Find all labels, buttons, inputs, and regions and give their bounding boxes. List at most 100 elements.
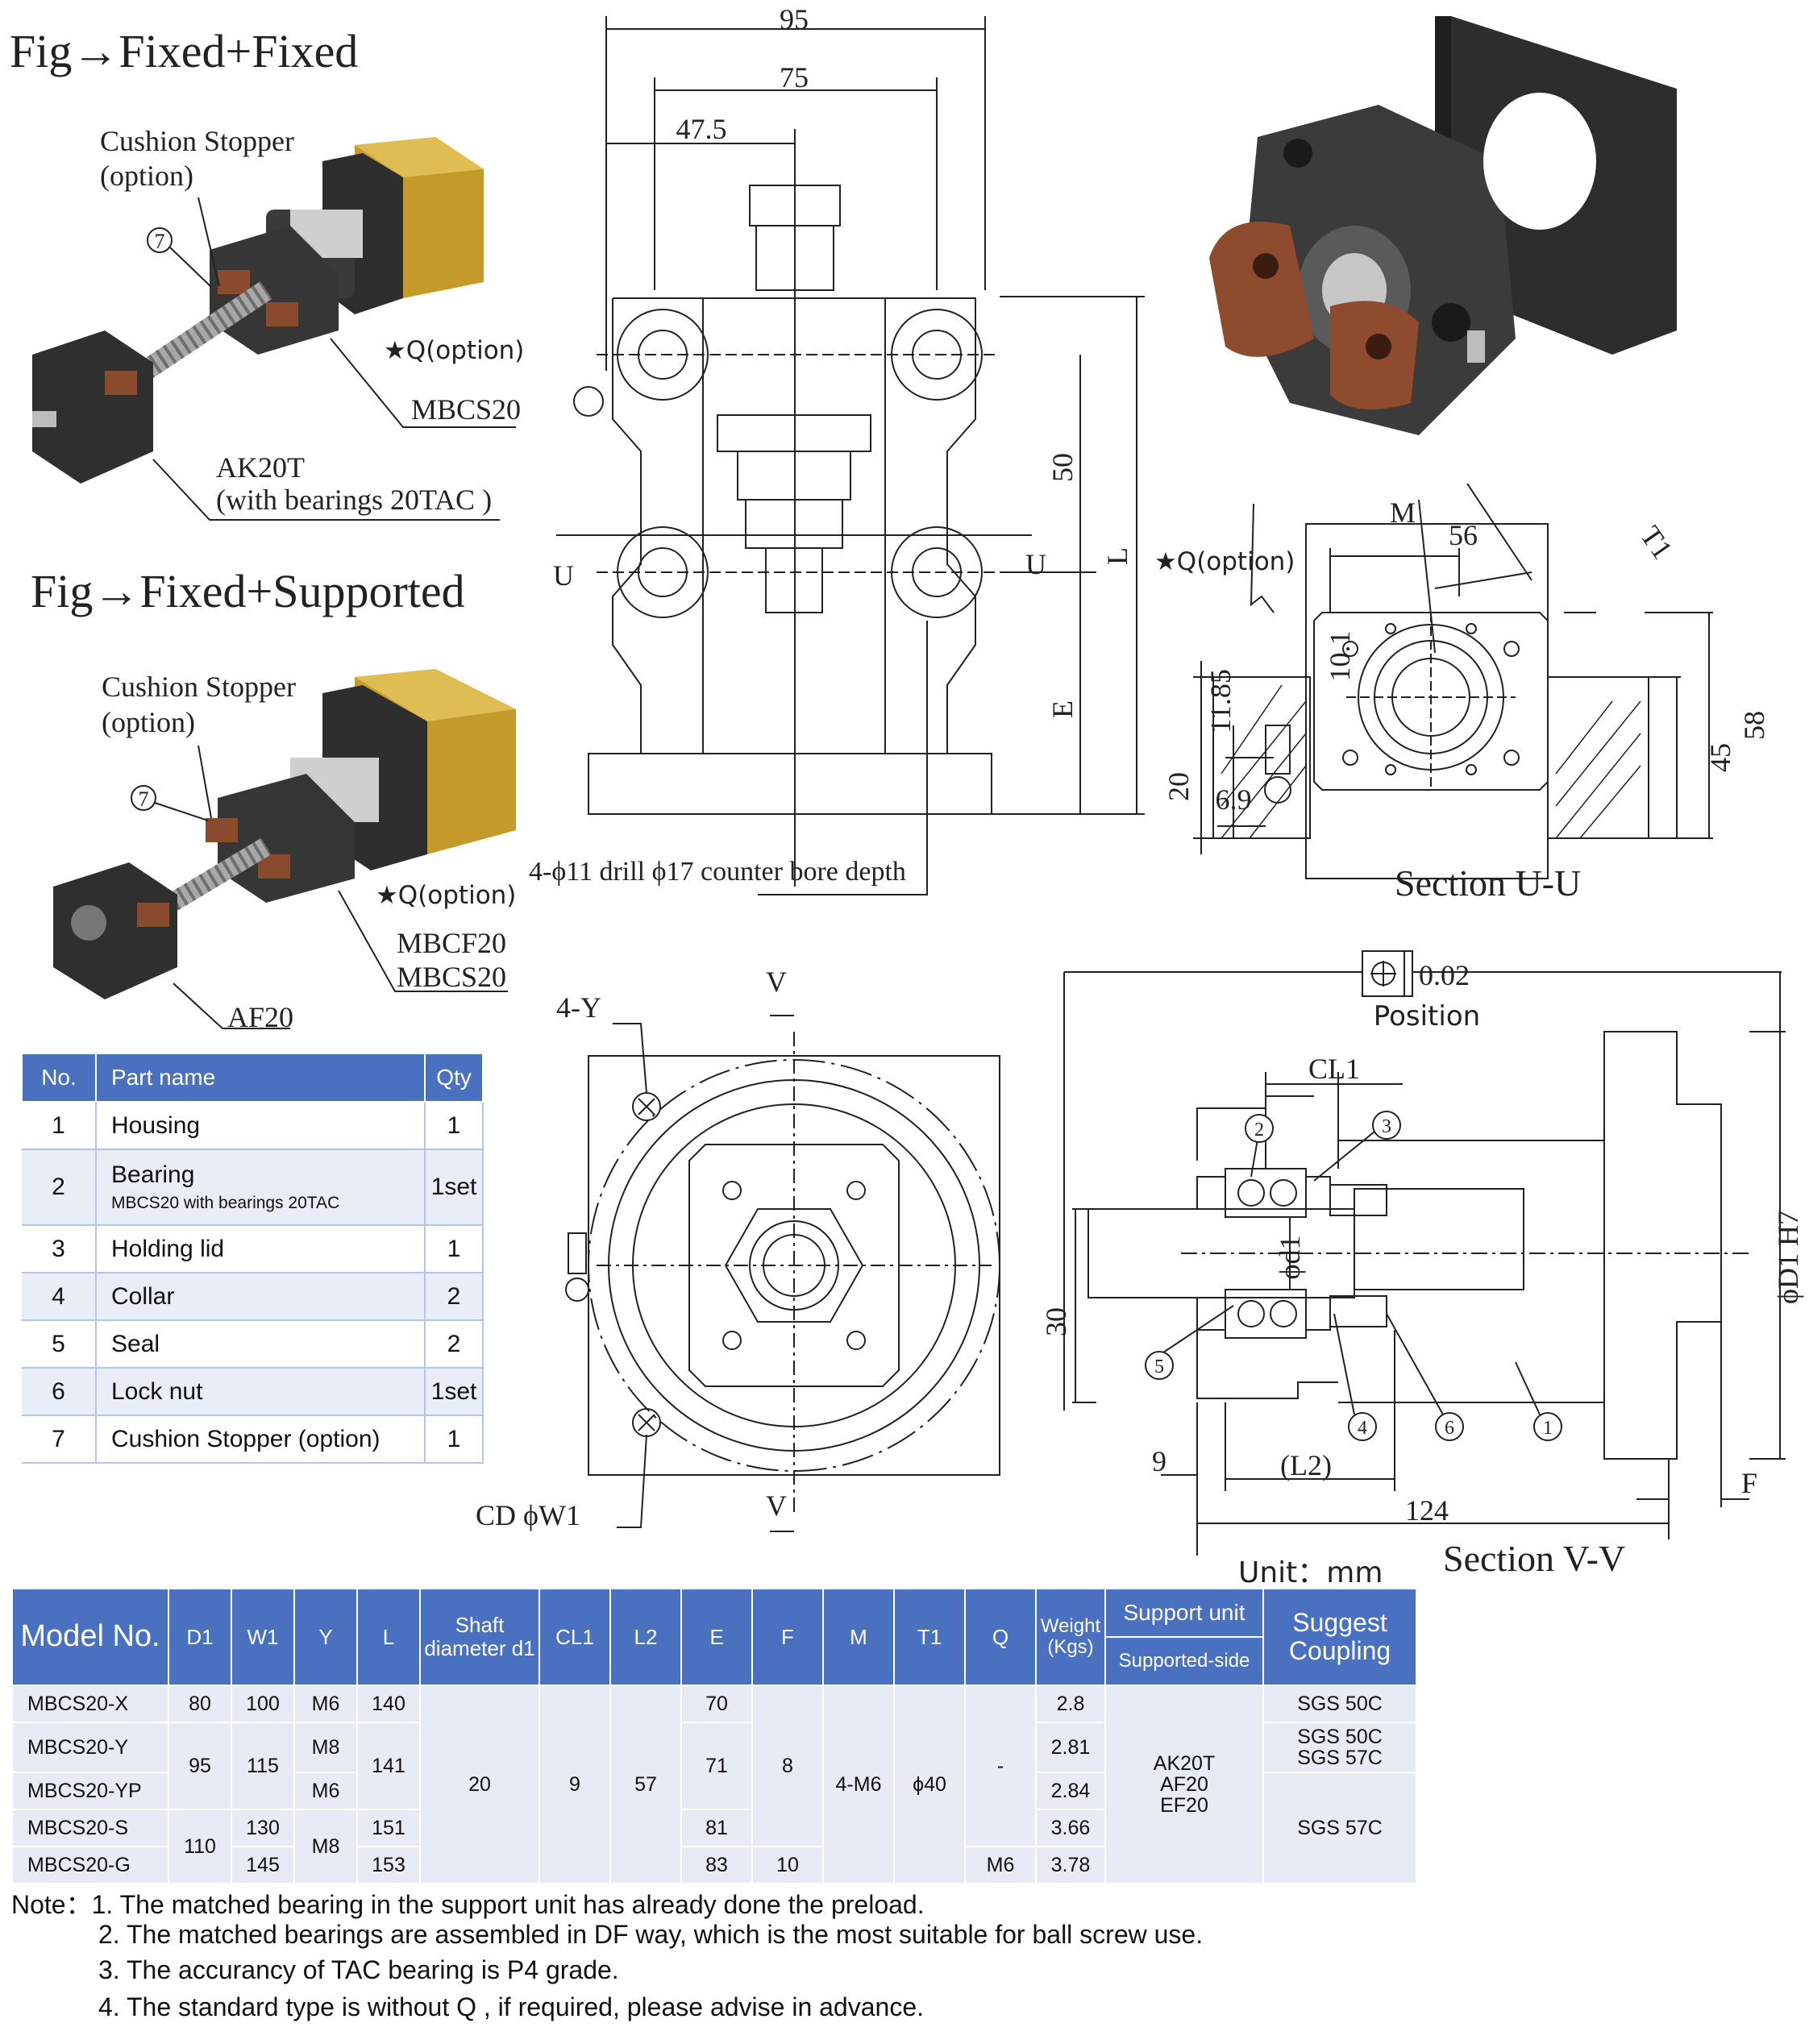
balloon-6: 6 [1445, 1418, 1454, 1439]
table-row: MBCS20-X 80 100 M6 140 20 9 57 70 8 4-M6… [11, 1685, 1417, 1884]
part-qty: 2 [425, 1320, 484, 1369]
spec-M: 4-M6 [822, 1685, 895, 1884]
fig2-model2-label: MBCS20 [397, 961, 507, 993]
section-vv-d1: ϕd1 [1274, 1236, 1306, 1280]
fig2-option-label: (option) [102, 706, 195, 738]
balloon-5: 5 [1154, 1356, 1164, 1377]
section-vv-D1: ϕD1 H7 [1772, 1211, 1804, 1304]
spec-header-model: Model No. [11, 1588, 169, 1686]
spec-header-E: E [680, 1588, 753, 1686]
table-row: 5 Seal 2 [22, 1320, 484, 1369]
part-qty: 1 [425, 1225, 484, 1273]
table-row: 2 Bearing MBCS20 with bearings 20TAC 1se… [22, 1149, 484, 1226]
title-fixed-supported: Fig→Fixed+Supported [31, 565, 465, 617]
front-dim-47-5: 47.5 [676, 113, 727, 145]
spec-coupling: SGS 50C SGS 57C [1262, 1722, 1417, 1773]
spec-L2: 57 [609, 1685, 682, 1884]
fig1-support-note: (with bearings 20TAC ) [216, 484, 493, 516]
fig2-q-option: ★Q(option) [376, 881, 517, 910]
spec-W1: 145 [231, 1846, 295, 1884]
section-uu-drawing: M 56 T1 10.1 11.85 20 6.9 45 58 [1162, 484, 1770, 879]
spec-header-L2: L2 [609, 1588, 682, 1686]
spec-header-coupling: Suggest Coupling [1262, 1588, 1417, 1686]
balloon-1: 1 [1543, 1418, 1553, 1439]
part-qty: 1set [425, 1149, 484, 1226]
fig2-cushion-stopper-label: Cushion Stopper [102, 671, 297, 703]
u-label-right: U [1025, 548, 1046, 580]
spec-weight: 2.84 [1035, 1772, 1106, 1810]
spec-model: MBCS20-G [11, 1846, 169, 1884]
part-name: Lock nut [96, 1368, 426, 1416]
section-vv-caption: Section V-V [1443, 1538, 1626, 1579]
section-vv-124: 124 [1405, 1494, 1449, 1527]
spec-coupling: SGS 50C [1262, 1685, 1417, 1723]
table-row: MBCS20-Y 95 115 M8 141 71 2.81 SGS 50C S… [11, 1722, 1417, 1810]
parts-header-name: Part name [95, 1053, 426, 1103]
table-row: 4 Collar 2 [22, 1273, 484, 1321]
tolerance-position-label: Position [1374, 1000, 1480, 1032]
spec-D1: 95 [168, 1722, 232, 1810]
section-uu-20: 20 [1162, 772, 1195, 801]
flange-pcd: PCD ϕW1 [476, 1499, 580, 1531]
section-vv-9: 9 [1152, 1445, 1166, 1477]
spec-D1: 110 [168, 1809, 232, 1884]
part-qty: 1set [425, 1368, 484, 1416]
fig1-cushion-stopper-label: Cushion Stopper [100, 125, 295, 157]
fixed-supported-illustration: 7 [53, 669, 516, 1029]
parts-table: No. Part name Qty 1 Housing 1 2 Bearing … [21, 1053, 484, 1464]
section-uu-56: 56 [1449, 519, 1478, 551]
section-vv-F: F [1741, 1467, 1757, 1499]
part-subtitle: MBCS20 with bearings 20TAC [111, 1194, 340, 1212]
balloon-4: 4 [1358, 1418, 1367, 1439]
spec-weight: 2.81 [1035, 1722, 1106, 1773]
section-uu-6-9: 6.9 [1216, 783, 1252, 816]
section-uu-q-option: ★Q(option) [1154, 547, 1295, 576]
part-name: Bearing [111, 1161, 195, 1188]
fig1-callout-7: 7 [155, 230, 165, 253]
spec-header-T1: T1 [893, 1588, 966, 1686]
spec-header-Y: Y [293, 1588, 358, 1686]
section-uu-10-1: 10.1 [1324, 631, 1356, 682]
table-row: 3 Holding lid 1 [22, 1225, 484, 1273]
part-qty: 1 [425, 1102, 484, 1150]
section-vv-cl1: CL1 [1308, 1053, 1360, 1085]
part-no: 5 [22, 1320, 97, 1369]
table-row: MBCS20-S 110 130 M8 151 81 3.66 [11, 1809, 1416, 1884]
front-dim-50: 50 [1046, 453, 1079, 482]
spec-header-weight: Weight (Kgs) [1035, 1588, 1106, 1686]
fig1-option-label: (option) [100, 160, 193, 192]
support-unit-line: EF20 [1160, 1794, 1208, 1818]
spec-header-CL1: CL1 [539, 1588, 611, 1686]
flange-v-top: V [766, 966, 787, 998]
part-no: 3 [22, 1225, 97, 1273]
fig2-model1-label: MBCF20 [397, 927, 507, 959]
spec-L: 141 [356, 1722, 421, 1810]
tolerance-value: 0.02 [1419, 959, 1470, 991]
support-unit-line: AF20 [1160, 1772, 1208, 1796]
title-fixed-fixed: Fig→Fixed+Fixed [10, 25, 359, 77]
spec-L: 153 [356, 1846, 421, 1884]
front-view-drawing: 95 75 47.5 50 L E U U [553, 3, 1145, 895]
section-uu-t1: T1 [1634, 520, 1679, 565]
balloon-3: 3 [1382, 1116, 1391, 1137]
part-qty: 2 [425, 1273, 484, 1321]
spec-E: 71 [680, 1722, 753, 1810]
part-qty: 1 [425, 1415, 484, 1464]
spec-model: MBCS20-S [11, 1809, 169, 1847]
spec-L: 140 [356, 1685, 421, 1723]
part-no: 2 [22, 1149, 97, 1226]
fig2-support-name: AF20 [227, 1001, 294, 1033]
spec-weight: 2.8 [1035, 1685, 1106, 1723]
spec-E: 70 [680, 1685, 753, 1723]
spec-model: MBCS20-YP [11, 1772, 169, 1810]
spec-coupling: SGS 57C [1262, 1772, 1417, 1884]
table-row: 7 Cushion Stopper (option) 1 [22, 1415, 484, 1464]
spec-F: 10 [751, 1846, 824, 1884]
spec-weight: 3.78 [1035, 1846, 1106, 1884]
section-uu-m: M [1390, 496, 1416, 529]
spec-header-M: M [822, 1588, 895, 1686]
part-name: Holding lid [96, 1225, 426, 1273]
part-no: 4 [22, 1273, 97, 1321]
spec-W1: 100 [231, 1685, 295, 1723]
support-unit-line: AK20T [1153, 1751, 1216, 1775]
